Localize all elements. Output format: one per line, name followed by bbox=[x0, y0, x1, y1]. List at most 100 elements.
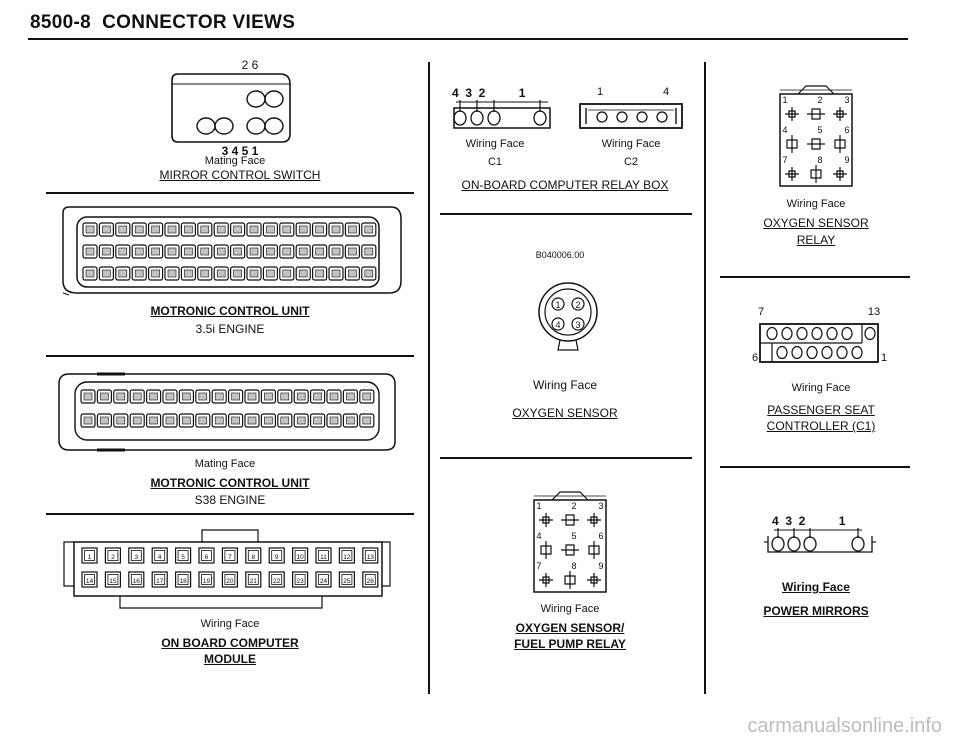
seat-pin-top bbox=[841, 326, 853, 341]
connector-title: OXYGEN SENSOR bbox=[512, 406, 618, 420]
relay-pin-label-6: 6 bbox=[598, 531, 603, 541]
pin-cell-mark bbox=[329, 392, 339, 401]
seat-pin-top bbox=[781, 326, 793, 341]
pin-cell-mark bbox=[233, 269, 242, 278]
pin-cell bbox=[131, 244, 147, 259]
pin-cell-mark bbox=[116, 416, 126, 425]
pin-cell-mark bbox=[100, 392, 109, 401]
seat-pin-top bbox=[811, 326, 823, 341]
pin-cell-mark bbox=[282, 225, 292, 234]
pin-cell-mark bbox=[247, 416, 257, 425]
pin-cell-mark bbox=[83, 416, 93, 425]
pin-inner bbox=[130, 574, 142, 585]
relay-pin-label-6: 6 bbox=[844, 125, 849, 135]
mirror-switch-connector bbox=[171, 73, 291, 143]
c2-connector bbox=[579, 103, 683, 129]
relay-pin-label-5: 5 bbox=[817, 125, 822, 135]
pin-cell bbox=[80, 413, 96, 428]
relay-terminal-1 bbox=[785, 107, 799, 121]
pin-cell bbox=[113, 389, 129, 404]
pin-cell bbox=[246, 244, 262, 259]
relay-terminal-2 bbox=[561, 514, 579, 526]
pin-cell bbox=[180, 244, 197, 259]
pin-cell-mark bbox=[200, 247, 210, 256]
pin-cell bbox=[310, 389, 326, 404]
pin-cell-mark bbox=[249, 225, 259, 234]
pin-4 bbox=[151, 547, 168, 564]
pin-cell-mark bbox=[315, 225, 324, 234]
pin-cell bbox=[262, 266, 278, 281]
pin-cell bbox=[82, 266, 98, 281]
pin-cell-mark bbox=[134, 225, 144, 234]
pin-cell bbox=[295, 244, 311, 259]
section-rule bbox=[720, 466, 910, 468]
face-label: Wiring Face bbox=[532, 378, 597, 392]
pin-label-22: 22 bbox=[273, 578, 281, 585]
pin-cell-mark bbox=[85, 225, 95, 234]
pin-8 bbox=[245, 547, 262, 564]
pin-cell bbox=[359, 389, 375, 404]
pin-cell-mark bbox=[216, 269, 226, 278]
seat-pin-top bbox=[766, 326, 778, 341]
pin-inner bbox=[177, 574, 189, 585]
pin-inner bbox=[271, 574, 283, 585]
pin-label-10: 10 bbox=[296, 554, 304, 561]
pin-label-25: 25 bbox=[343, 578, 351, 585]
section-rule bbox=[46, 355, 414, 357]
pin-cell bbox=[344, 244, 360, 259]
pin-label-14: 14 bbox=[86, 578, 94, 585]
pin-inner bbox=[318, 574, 329, 585]
relay-terminal-8 bbox=[564, 571, 576, 589]
pin-cell-mark bbox=[167, 269, 177, 278]
pin-cell bbox=[197, 222, 213, 237]
pin-cell bbox=[279, 244, 295, 259]
connector-title-2: CONTROLLER (C1) bbox=[766, 419, 876, 433]
pin-cell-mark bbox=[331, 269, 341, 278]
column-divider-left bbox=[428, 62, 430, 694]
pin-cell bbox=[230, 244, 246, 259]
seat-pin-bottom bbox=[821, 345, 833, 360]
pin-cell-mark bbox=[282, 247, 292, 256]
pin-cell bbox=[147, 222, 164, 237]
section-rule bbox=[46, 192, 414, 194]
page-header: 8500-8 CONNECTOR VIEWS bbox=[30, 12, 295, 34]
section-rule bbox=[46, 513, 414, 515]
pin-cell bbox=[98, 244, 115, 259]
pin-cell bbox=[228, 389, 244, 404]
relay-pin-label-7: 7 bbox=[782, 155, 787, 165]
pin-bottom-right: 1 bbox=[880, 352, 888, 364]
relay-pin-label-4: 4 bbox=[536, 531, 541, 541]
relay-pin-label-3: 3 bbox=[598, 501, 603, 511]
pin-cell-mark bbox=[362, 416, 372, 425]
pin-cell-mark bbox=[313, 416, 322, 425]
relay-body bbox=[779, 93, 853, 187]
power-mirrors-connector bbox=[764, 528, 876, 553]
pin-cell bbox=[115, 244, 131, 259]
pin-label-7: 7 bbox=[228, 554, 232, 561]
pin-12 bbox=[338, 547, 355, 564]
connector-title: POWER MIRRORS bbox=[763, 604, 869, 618]
pin-cell-mark bbox=[266, 247, 275, 256]
pin-cell bbox=[310, 413, 326, 428]
connector-title: OXYGEN SENSOR bbox=[763, 216, 869, 230]
pin-14 bbox=[81, 571, 98, 588]
section-rule bbox=[720, 276, 910, 278]
pin-cell-mark bbox=[264, 392, 273, 401]
pin-cell-mark bbox=[149, 416, 158, 425]
pin-cell-mark bbox=[315, 269, 324, 278]
pin-inner bbox=[84, 574, 95, 585]
pin-cell bbox=[295, 222, 311, 237]
relay-pin-label-8: 8 bbox=[817, 155, 822, 165]
pin-cell-mark bbox=[216, 225, 226, 234]
pin-cell bbox=[145, 413, 162, 428]
pin-inner bbox=[271, 550, 283, 561]
pin-cell bbox=[96, 389, 113, 404]
relay-pin-label-9: 9 bbox=[844, 155, 849, 165]
relay-pin-label-2: 2 bbox=[817, 95, 822, 105]
pin-cell bbox=[230, 222, 246, 237]
pin-cell-mark bbox=[247, 392, 257, 401]
c1-pin-numbers: 4 3 2 1 bbox=[452, 86, 526, 100]
pin-cell-mark bbox=[165, 416, 175, 425]
